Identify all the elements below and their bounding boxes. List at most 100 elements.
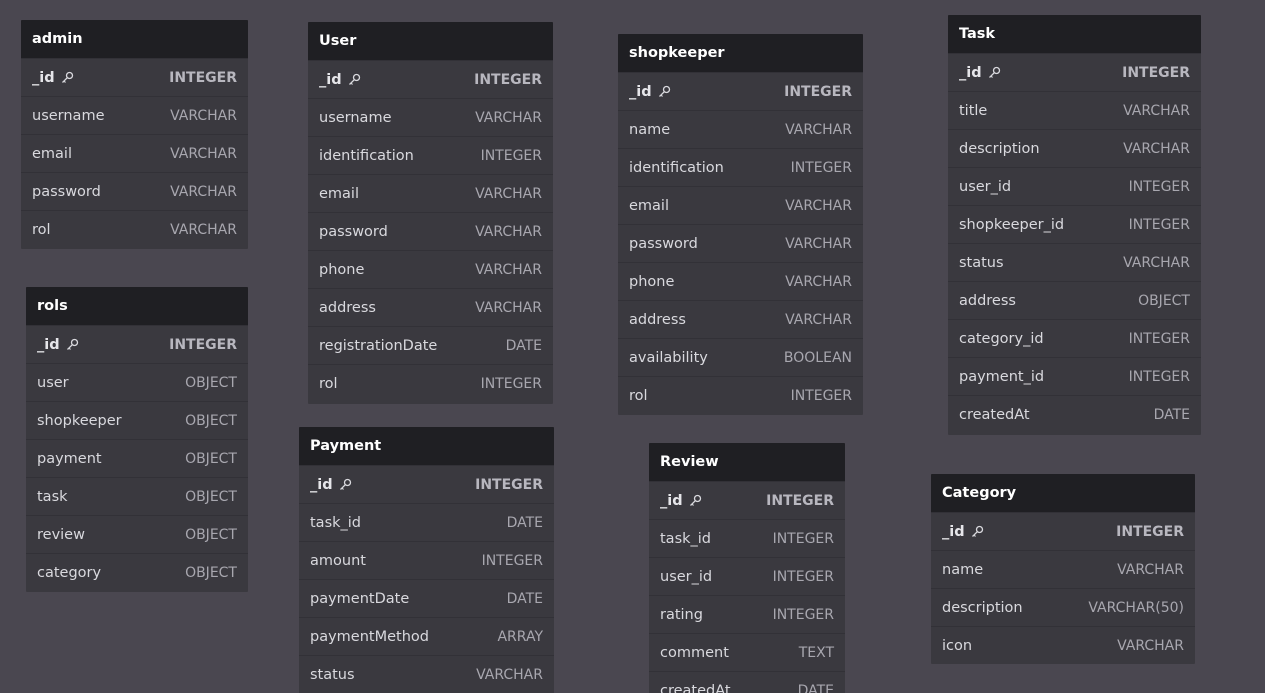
field-row[interactable]: address VARCHAR <box>618 300 863 338</box>
field-name-text: rol <box>319 375 338 392</box>
field-name: _id <box>310 477 352 493</box>
field-type: VARCHAR <box>1117 637 1184 654</box>
table-header[interactable]: User <box>308 22 553 60</box>
field-row[interactable]: phone VARCHAR <box>618 262 863 300</box>
table-header[interactable]: Category <box>931 474 1195 512</box>
field-type: VARCHAR <box>475 185 542 202</box>
field-name: identification <box>319 148 414 164</box>
field-row[interactable]: task OBJECT <box>26 477 248 515</box>
table-header[interactable]: rols <box>26 287 248 325</box>
field-name-text: email <box>32 145 72 162</box>
field-type: VARCHAR <box>785 273 852 290</box>
field-type: INTEGER <box>772 568 834 585</box>
table-header[interactable]: Payment <box>299 427 554 465</box>
table-header[interactable]: shopkeeper <box>618 34 863 72</box>
field-type: OBJECT <box>1138 292 1190 309</box>
table-header[interactable]: Review <box>649 443 845 481</box>
field-name: task <box>37 489 68 505</box>
field-name: _id <box>319 72 361 88</box>
field-name: username <box>319 110 392 126</box>
field-name: description <box>959 141 1040 157</box>
field-type: INTEGER <box>480 147 542 164</box>
field-type: OBJECT <box>185 488 237 505</box>
field-name-text: address <box>629 311 686 328</box>
field-type: VARCHAR <box>785 311 852 328</box>
table-header[interactable]: Task <box>948 15 1201 53</box>
field-name: createdAt <box>959 407 1030 423</box>
field-type: INTEGER <box>481 552 543 569</box>
field-name: comment <box>660 645 729 661</box>
field-name: task_id <box>660 531 711 547</box>
field-type: INTEGER <box>1128 330 1190 347</box>
field-name: _id <box>32 70 74 86</box>
field-name: shopkeeper_id <box>959 217 1064 233</box>
table-header[interactable]: admin <box>21 20 248 58</box>
field-name: phone <box>629 274 674 290</box>
field-name: user_id <box>959 179 1011 195</box>
field-row[interactable]: identification INTEGER <box>308 136 553 174</box>
field-name: password <box>32 184 101 200</box>
